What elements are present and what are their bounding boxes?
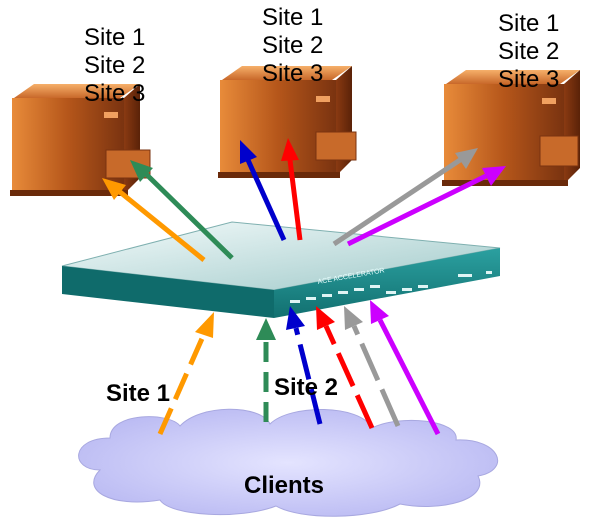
arrow-purple-server-head [482, 166, 506, 186]
arrow-orange-server-head [102, 178, 126, 200]
clients-label: Clients [244, 472, 325, 499]
site-label: Site 1 [262, 4, 324, 31]
arrow-gray-server [332, 157, 462, 247]
site-label: Site 2 [84, 52, 146, 79]
arrow-purple-up [377, 318, 441, 436]
clients-cloud [78, 408, 499, 517]
arrow-purple-server [346, 173, 488, 247]
arrow-orange-up [157, 332, 207, 436]
site-label: Site 3 [84, 80, 146, 107]
arrow-green-server [144, 172, 234, 260]
server-middle [218, 66, 357, 178]
site1-client-label: Site 1 [106, 380, 171, 407]
arrow-blue-server-head [240, 140, 257, 164]
server-arrows [102, 138, 506, 262]
arrow-green-up-head [256, 318, 276, 340]
server-left-labels: Site 1 Site 2 Site 3 [84, 24, 145, 108]
arrow-red-up [323, 324, 375, 430]
site-label: Site 2 [498, 38, 560, 65]
site-label: Site 1 [498, 10, 560, 37]
server-right-labels: Site 1 Site 2 Site 3 [498, 10, 559, 94]
site-label: Site 1 [84, 24, 146, 51]
arrow-gray-server-head [455, 148, 478, 169]
server-left [10, 84, 151, 196]
site-label: Site 3 [498, 66, 560, 93]
arrow-red-up-head [316, 306, 335, 330]
server-middle-labels: Site 1 Site 2 Site 3 [262, 4, 323, 88]
site2-client-label: Site 2 [274, 374, 339, 401]
arrow-orange-server [118, 190, 206, 262]
arrow-orange-up-head [195, 312, 214, 338]
site-label: Site 2 [262, 32, 324, 59]
arrow-green-server-head [130, 160, 153, 182]
arrow-gray-up-head [344, 306, 363, 330]
arrow-purple-up-head [370, 300, 389, 324]
arrow-red-server [287, 159, 303, 241]
arrow-gray-up [351, 324, 401, 428]
arrow-red-server-head [281, 138, 299, 161]
site-label: Site 3 [262, 60, 324, 87]
client-arrows [157, 300, 441, 436]
arrow-blue-up-head [286, 306, 305, 330]
arrow-blue-up [293, 327, 323, 425]
arrow-blue-server [245, 158, 287, 242]
network-switch: ACE ACCELERATOR [61, 221, 501, 318]
switch-ports [290, 271, 492, 303]
